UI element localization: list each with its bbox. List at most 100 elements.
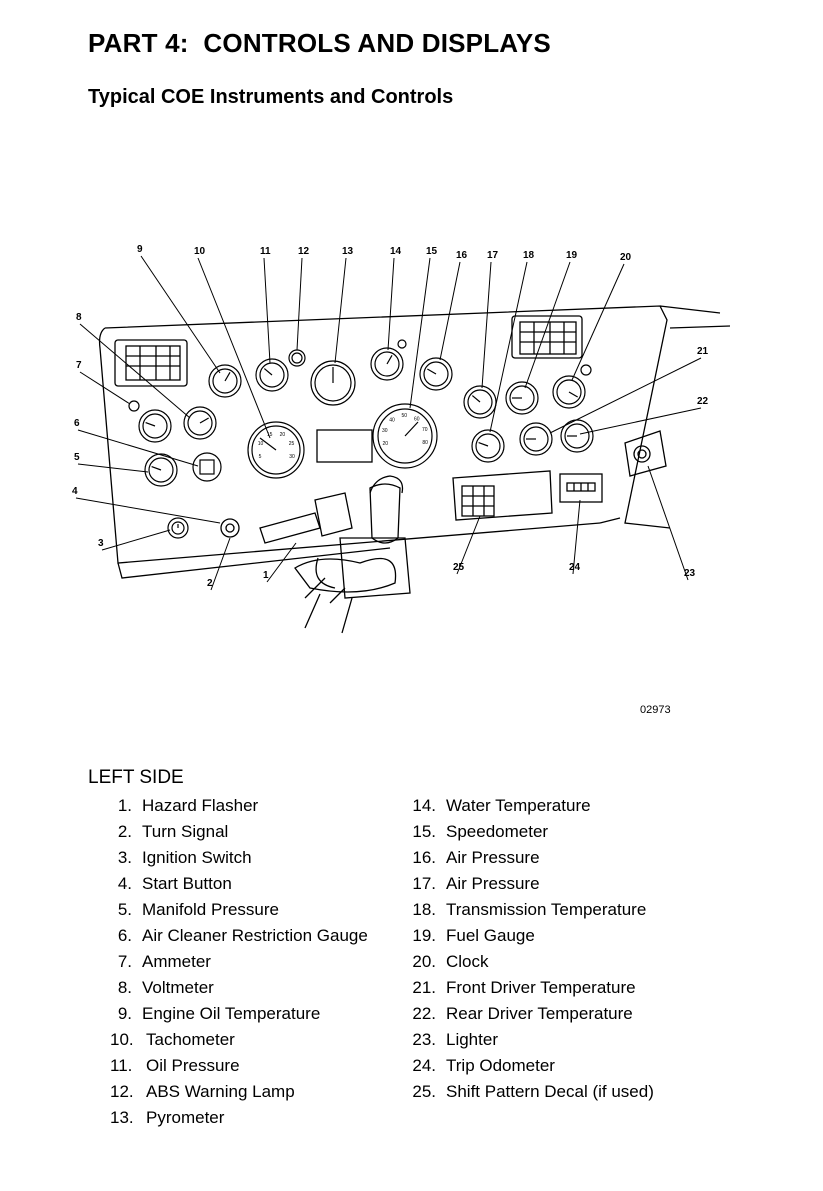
callout-label: 10 — [194, 246, 206, 257]
legend-item: 10.Tachometer — [110, 1029, 368, 1055]
callout-label: 17 — [487, 250, 499, 261]
legend-item: 1.Hazard Flasher — [110, 795, 368, 821]
item-number: 13. — [110, 1108, 134, 1127]
callout-13: 13 — [334, 246, 354, 364]
legend-item: 25.Shift Pattern Decal (if used) — [410, 1081, 654, 1107]
tach-tick-label: 15 — [267, 432, 273, 438]
speedo-tick-label: 40 — [389, 417, 395, 423]
tach-tick-label: 20 — [280, 432, 286, 438]
item-number: 9. — [117, 1004, 132, 1023]
callout-12: 12 — [296, 246, 310, 351]
item-number: 21. — [412, 978, 436, 997]
abs-warning-lamp — [288, 349, 306, 367]
callout-label: 4 — [72, 486, 78, 497]
callout-label: 16 — [456, 250, 468, 261]
dashboard-lower-edge — [117, 517, 621, 579]
callout-label: 7 — [76, 360, 82, 371]
water-temperature-gauge — [370, 347, 404, 381]
legend-item: 3. Ignition Switch — [110, 847, 368, 873]
item-number: 24. — [412, 1056, 436, 1075]
callout-11: 11 — [260, 246, 271, 364]
right-air-vent — [511, 315, 583, 359]
callout-label: 6 — [74, 418, 80, 429]
callout-2: 2 — [207, 537, 231, 591]
item-number: 20. — [412, 952, 436, 971]
callout-5: 5 — [74, 452, 149, 473]
item-label: Engine Oil Temperature — [142, 1004, 321, 1023]
callout-18: 18 — [489, 250, 535, 433]
item-label: Hazard Flasher — [142, 796, 259, 815]
item-label: Ammeter — [142, 952, 211, 971]
engine-oil-temperature-gauge — [208, 364, 242, 398]
callout-4: 4 — [72, 486, 221, 524]
clock-gauge — [552, 375, 586, 409]
callout-20: 20 — [571, 252, 632, 381]
figure-subtitle: Typical COE Instruments and Controls — [88, 86, 454, 108]
item-label: Lighter — [446, 1030, 498, 1049]
legend-item: 4.Start Button — [110, 873, 368, 899]
item-label: Turn Signal — [142, 822, 229, 841]
legend-item: 2. Turn Signal — [110, 821, 368, 847]
center-display-window — [316, 429, 373, 463]
callout-label: 20 — [620, 252, 632, 263]
item-number: 15. — [412, 822, 436, 841]
item-number: 5. — [117, 900, 132, 919]
legend-item: 17.Air Pressure — [410, 873, 654, 899]
legend-item: 6. Air Cleaner Restriction Gauge — [110, 925, 368, 951]
legend-column-right: 14.Water Temperature 15.Speedometer 16.A… — [410, 795, 654, 1107]
callout-1: 1 — [263, 542, 297, 583]
page-title: PART 4: CONTROLS AND DISPLAYS — [88, 28, 551, 58]
item-label: Pyrometer — [146, 1108, 225, 1127]
callout-label: 8 — [76, 312, 82, 323]
turn-signal-knob — [220, 518, 240, 538]
item-number: 8. — [117, 978, 132, 997]
callout-25: 25 — [453, 515, 481, 575]
section-title: LEFT SIDE — [88, 767, 184, 788]
item-number: 18. — [412, 900, 436, 919]
callout-label: 11 — [260, 246, 271, 257]
callout-label: 21 — [697, 346, 709, 357]
front-driver-temperature-gauge — [519, 422, 553, 456]
item-number: 6. — [117, 926, 132, 945]
manifold-pressure-gauge — [144, 453, 178, 487]
legend-item: 23. Lighter — [410, 1029, 654, 1055]
callout-22: 22 — [579, 396, 709, 435]
item-number: 4. — [117, 874, 132, 893]
legend-item: 5. Manifold Pressure — [110, 899, 368, 925]
callout-8: 8 — [76, 312, 191, 419]
item-label: Manifold Pressure — [142, 900, 280, 919]
item-label: Ignition Switch — [142, 848, 252, 867]
ammeter-gauge — [138, 409, 172, 443]
dashboard-outline — [98, 305, 731, 564]
tach-tick-label: 5 — [259, 454, 262, 460]
item-number: 23. — [412, 1030, 436, 1049]
item-number: 14. — [412, 796, 436, 815]
item-label: Speedometer — [446, 822, 549, 841]
indicator-lamp — [128, 400, 140, 412]
voltmeter-gauge — [183, 406, 217, 440]
legend-item: 22.Rear Driver Temperature — [410, 1003, 654, 1029]
speedo-tick-label: 80 — [422, 440, 428, 446]
callout-21: 21 — [549, 346, 709, 434]
item-number: 3. — [117, 848, 132, 867]
legend-column-left: 1.Hazard Flasher 2. Turn Signal 3. Ignitio… — [110, 795, 368, 1133]
tach-tick-label: 30 — [289, 454, 295, 460]
legend-item: 24.Trip Odometer — [410, 1055, 654, 1081]
callout-14: 14 — [387, 246, 402, 351]
indicator-lamp — [580, 364, 592, 376]
item-label: Air Pressure — [446, 848, 540, 867]
item-label: Fuel Gauge — [446, 926, 535, 945]
item-number: 2. — [117, 822, 132, 841]
shift-pattern-decal-panel — [452, 470, 553, 521]
item-label: Shift Pattern Decal (if used) — [446, 1082, 654, 1101]
callout-23: 23 — [647, 465, 696, 581]
callout-label: 23 — [684, 568, 696, 579]
item-label: Air Cleaner Restriction Gauge — [142, 926, 368, 945]
item-number: 7. — [117, 952, 132, 971]
callout-label: 1 — [263, 570, 269, 581]
tach-tick-label: 10 — [258, 441, 264, 447]
callout-17: 17 — [481, 250, 499, 389]
callout-19: 19 — [524, 250, 578, 389]
